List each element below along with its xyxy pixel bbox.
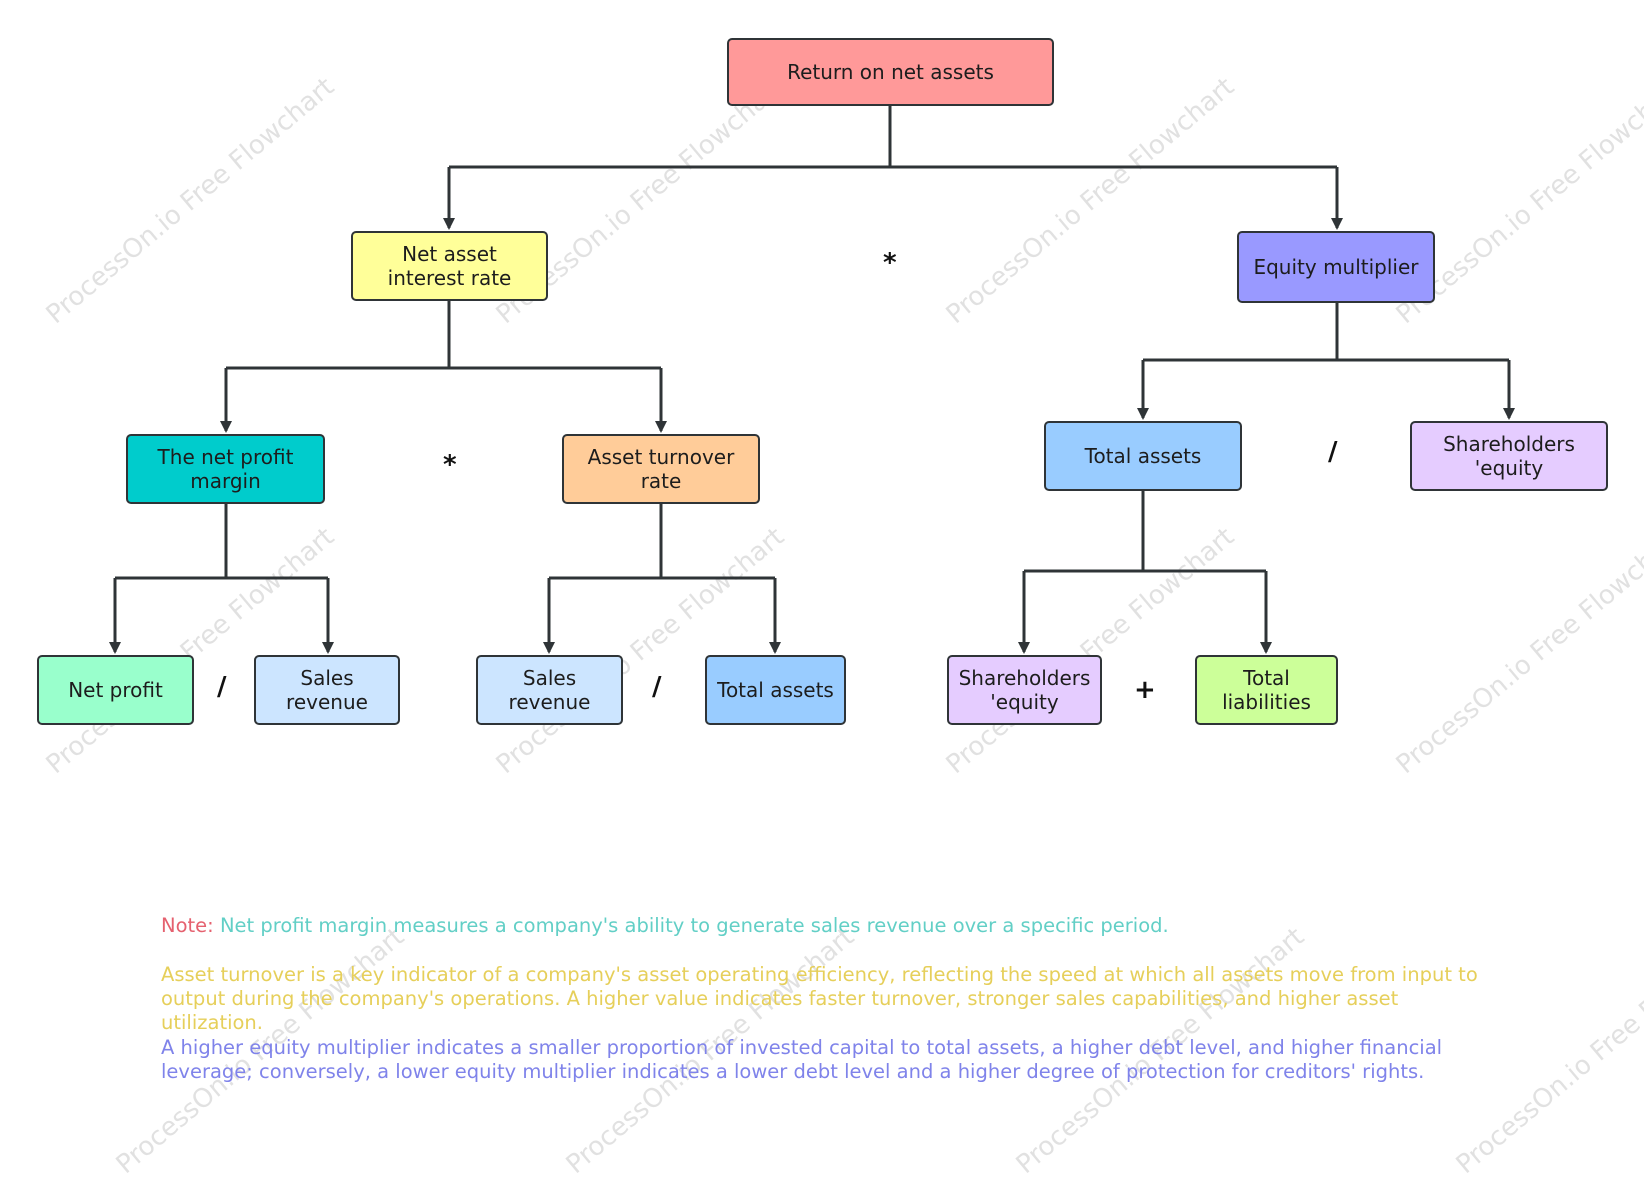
node-total-assets[interactable]: Total assets	[1044, 421, 1242, 491]
node-shareholders-equity-2[interactable]: Shareholders 'equity	[947, 655, 1102, 725]
node-sales-revenue-2[interactable]: Sales revenue	[476, 655, 623, 725]
connector-lines	[109, 106, 1515, 654]
node-return-on-net-assets[interactable]: Return on net assets	[727, 38, 1054, 106]
note-asset-turnover: Asset turnover is a key indicator of a c…	[161, 963, 1478, 1034]
node-sales-revenue[interactable]: Sales revenue	[254, 655, 400, 725]
node-total-liabilities[interactable]: Total liabilities	[1195, 655, 1338, 725]
operator-divide: /	[652, 672, 662, 702]
flowchart-canvas: ProcessOn.io Free Flowchart ProcessOn.io…	[37, 38, 1644, 1180]
node-total-assets-2[interactable]: Total assets	[705, 655, 846, 725]
operator-multiply: *	[883, 248, 897, 278]
note-net-profit-margin-text: Net profit margin measures a company's a…	[219, 914, 1169, 937]
node-asset-turnover-rate[interactable]: Asset turnover rate	[562, 434, 760, 504]
note-label: Note:	[161, 914, 214, 937]
operator-divide: /	[1328, 437, 1338, 467]
operator-multiply: *	[443, 450, 457, 480]
node-shareholders-equity[interactable]: Shareholders 'equity	[1410, 421, 1608, 491]
node-net-profit[interactable]: Net profit	[37, 655, 194, 725]
operator-plus: +	[1134, 675, 1156, 705]
operator-divide: /	[217, 672, 227, 702]
node-equity-multiplier[interactable]: Equity multiplier	[1237, 231, 1435, 303]
node-net-profit-margin[interactable]: The net profit margin	[126, 434, 325, 504]
note-net-profit-margin: Note: Net profit margin measures a compa…	[161, 914, 1169, 938]
node-net-asset-interest-rate[interactable]: Net asset interest rate	[351, 231, 548, 301]
note-equity-multiplier: A higher equity multiplier indicates a s…	[161, 1036, 1443, 1083]
